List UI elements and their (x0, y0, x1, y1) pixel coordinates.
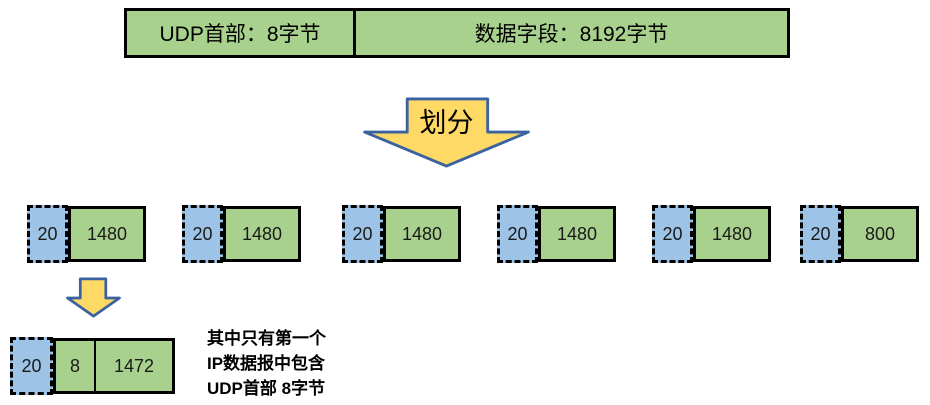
fragment-2-data: 1480 (223, 206, 301, 262)
udp-header-segment: UDP首部：8字节 (127, 11, 356, 55)
first-fragment-detail-box: 20 8 1472 (10, 337, 175, 395)
fragment-4: 20 1480 (497, 205, 616, 263)
fragment-5-ip-header: 20 (652, 205, 693, 263)
fragment-3-ip-header: 20 (342, 205, 383, 263)
udp-data-segment: 数据字段：8192字节 (474, 23, 669, 46)
udp-datagram-box: UDP首部：8字节 数据字段：8192字节 (124, 8, 790, 58)
divide-arrow-label: 划分 (419, 107, 474, 138)
fragment-2: 20 1480 (182, 205, 301, 263)
divide-arrow-icon (363, 97, 530, 168)
note-text: 其中只有第一个 IP数据报中包含 UDP首部 8字节 (207, 326, 326, 401)
fragment-1-ip-header: 20 (27, 205, 68, 263)
fragment-6-ip-header: 20 (800, 205, 841, 263)
fragment-4-ip-header: 20 (497, 205, 538, 263)
note-line-2: IP数据报中包含 (207, 354, 326, 373)
detail-data: 1472 (95, 338, 175, 394)
fragment-6: 20 800 (800, 205, 919, 263)
note-line-3: UDP首部 8字节 (207, 379, 326, 398)
fragment-6-data: 800 (841, 206, 919, 262)
fragment-2-ip-header: 20 (182, 205, 223, 263)
fragment-5-data: 1480 (693, 206, 771, 262)
fragment-3: 20 1480 (342, 205, 461, 263)
fragment-1-data: 1480 (68, 206, 146, 262)
detail-ip-header: 20 (10, 337, 53, 395)
detail-udp-header: 8 (53, 338, 95, 394)
fragment-4-data: 1480 (538, 206, 616, 262)
detail-arrow-icon (66, 277, 121, 318)
fragment-3-data: 1480 (383, 206, 461, 262)
fragment-1: 20 1480 (27, 205, 146, 263)
note-line-1: 其中只有第一个 (207, 329, 326, 348)
fragment-5: 20 1480 (652, 205, 771, 263)
